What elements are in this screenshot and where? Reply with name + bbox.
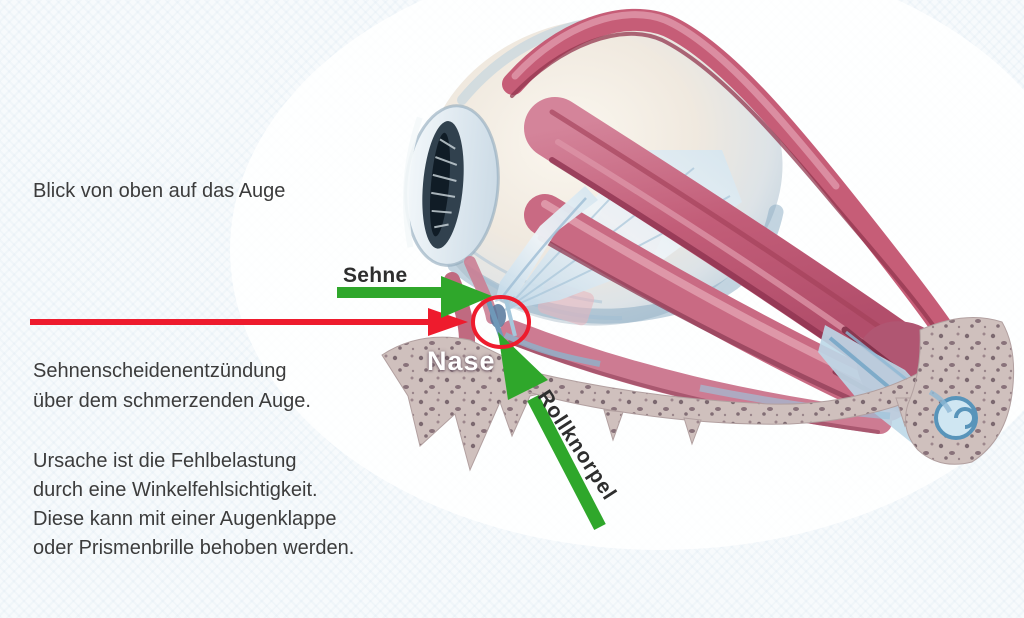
iris-spokes <box>431 138 458 229</box>
tendon-arrow <box>337 276 492 318</box>
cause-line: Diese kann mit einer Augenklappe <box>33 508 337 530</box>
inflammation-circle <box>471 295 531 349</box>
tendon-label: Sehne <box>343 264 408 287</box>
diagnosis-line: über dem schmerzenden Auge. <box>33 390 311 412</box>
view-caption: Blick von oben auf das Auge <box>33 180 286 202</box>
diagnosis-text: Sehnenscheidenentzündung über dem schmer… <box>33 356 311 416</box>
nose-label: Nase <box>427 346 496 376</box>
cause-line: oder Prismenbrille behoben werden. <box>33 537 355 559</box>
red-pointer-line <box>30 308 468 336</box>
trochlea-arrow <box>498 332 606 530</box>
cause-text: Ursache ist die Fehlbelastung durch eine… <box>33 447 354 563</box>
diagnosis-line: Sehnenscheidenentzündung <box>33 360 287 382</box>
tendon-neck <box>495 186 598 302</box>
cornea-iris <box>403 104 500 267</box>
optic-nerve <box>928 389 978 440</box>
cause-line: durch eine Winkelfehlsichtigkeit. <box>33 479 318 501</box>
cause-line: Ursache ist die Fehlbelastung <box>33 450 297 472</box>
